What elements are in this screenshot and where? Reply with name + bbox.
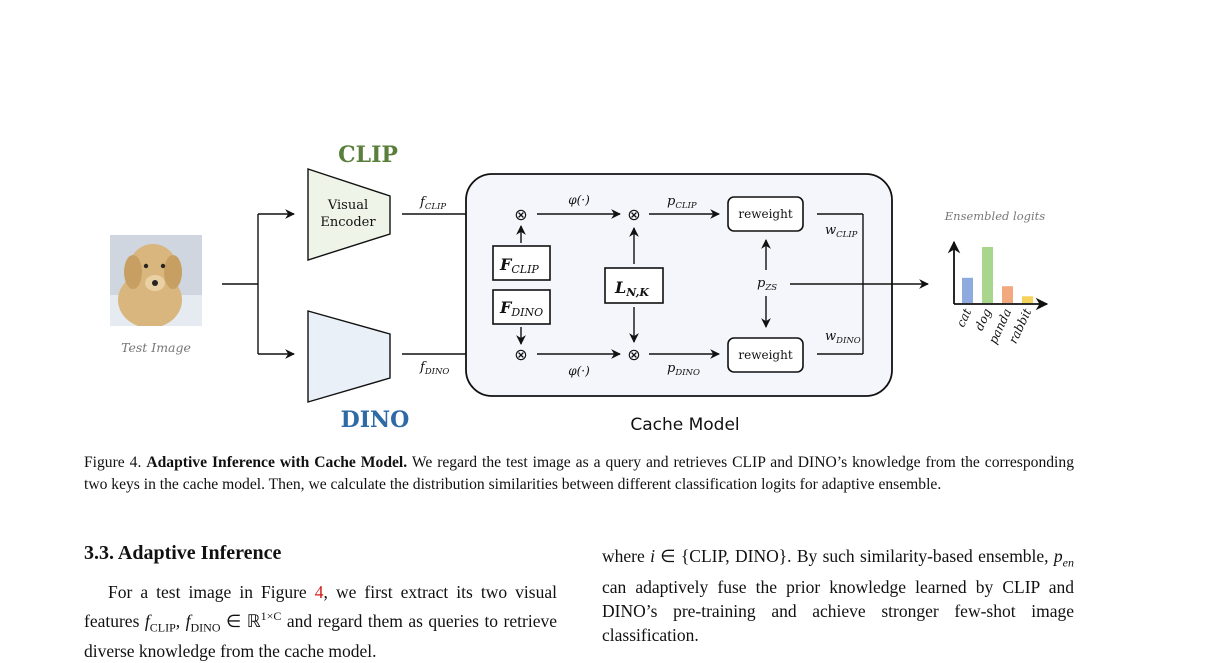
right-column: where i ∈ {CLIP, DINO}. By such similari… — [602, 544, 1074, 647]
f-dino-label: fDINO — [419, 360, 449, 377]
otimes-clip-1: ⊗ — [514, 205, 527, 224]
otimes-dino-1: ⊗ — [514, 345, 527, 364]
w-dino-label: wDINO — [825, 329, 861, 346]
caption-text: We regard the test image as a query and … — [84, 454, 1074, 493]
left-paragraph: For a test image in Figure 4, we first e… — [84, 582, 557, 662]
reweight-dino-label: reweight — [738, 348, 792, 362]
caption-title: Adaptive Inference with Cache Model. — [146, 454, 408, 471]
bar-cat — [962, 277, 973, 303]
p-clip-label: pCLIP — [667, 194, 697, 211]
bar-rabbit — [1022, 296, 1033, 303]
phi-clip-label: φ(·) — [568, 193, 590, 207]
figure-ref-link[interactable]: 4 — [314, 582, 324, 602]
clip-encoder-label-2: Encoder — [320, 215, 376, 230]
label-matrix-box — [604, 267, 664, 304]
clip-title: CLIP — [338, 142, 398, 168]
w-clip-label: wCLIP — [825, 223, 858, 240]
f-dino-key-label: FDINO — [499, 298, 543, 319]
section-title: 3.3. Adaptive Inference — [84, 542, 282, 564]
f-clip-key-box — [492, 245, 551, 281]
figure-caption: Figure 4. Adaptive Inference with Cache … — [84, 452, 1074, 496]
test-image-photo — [110, 235, 202, 326]
clip-encoder-label-1: Visual — [327, 198, 368, 213]
caption-label: Figure 4. — [84, 454, 142, 471]
reweight-clip-box — [727, 196, 804, 232]
p-dino-label: pDINO — [667, 361, 700, 378]
weight-lines — [790, 213, 929, 355]
cache-model-label: Cache Model — [630, 415, 739, 435]
right-paragraph: where i ∈ {CLIP, DINO}. By such similari… — [602, 546, 1074, 645]
chart-title: Ensembled logits — [944, 209, 1046, 223]
branch-lines — [222, 209, 295, 359]
f-clip-label: fCLIP — [419, 195, 446, 212]
left-column: For a test image in Figure 4, we first e… — [84, 580, 557, 663]
phi-dino-label: φ(·) — [568, 364, 590, 378]
dino-title: DINO — [341, 407, 410, 433]
reweight-dino-box — [727, 337, 804, 373]
f-dino-key-box — [492, 289, 551, 325]
otimes-clip-2: ⊗ — [627, 205, 640, 224]
dino-encoder-shape — [307, 310, 391, 403]
otimes-dino-2: ⊗ — [627, 345, 640, 364]
test-image-label: Test Image — [121, 340, 191, 355]
reweight-clip-label: reweight — [738, 207, 792, 221]
f-clip-key-label: FCLIP — [499, 255, 539, 276]
label-matrix-label: LN,K — [614, 278, 649, 299]
method-figure: Test Image CLIP Visual Encoder DINO fCLI… — [110, 142, 1049, 435]
tick-label-cat: cat — [954, 306, 975, 329]
bar-panda — [1002, 286, 1013, 303]
bar-dog — [982, 247, 993, 303]
clip-encoder-shape — [307, 168, 391, 261]
p-zs-label: pZS — [757, 276, 777, 293]
